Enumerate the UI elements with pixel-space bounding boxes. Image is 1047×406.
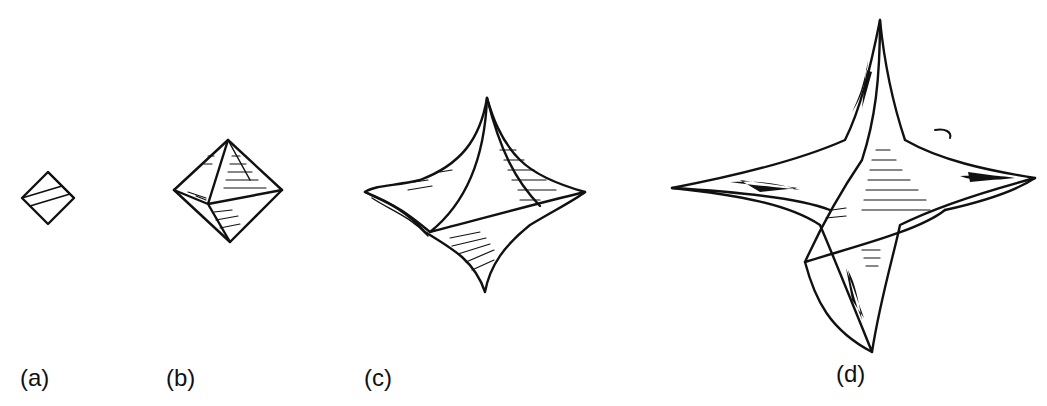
panel-label: (d) — [836, 362, 865, 386]
dendritic-star — [672, 20, 1035, 352]
octahedron — [174, 140, 282, 242]
panel-label: (a) — [20, 366, 49, 390]
octahedron-small — [22, 172, 74, 224]
panel-label: (c) — [364, 366, 392, 390]
panel-label: (b) — [166, 366, 195, 390]
hopper-octahedron — [365, 98, 585, 292]
